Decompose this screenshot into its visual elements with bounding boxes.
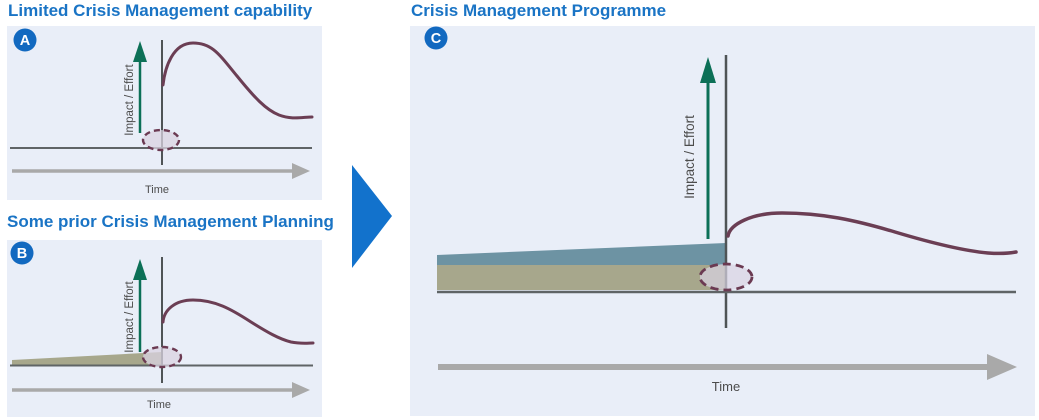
time-arrowhead-icon: [987, 354, 1017, 380]
crisis-origin-ellipse: [698, 262, 754, 292]
panel-b-title: Some prior Crisis Management Planning: [7, 212, 334, 231]
impact-effort-arrowhead-icon: [700, 57, 716, 83]
crisis-impact-curve: [161, 41, 314, 120]
panel-c-diagram: C Impact / Effort Time: [424, 26, 1018, 394]
programme-band-olive: [437, 265, 726, 290]
panel-b-diagram: B Impact / Effort Time: [10, 241, 315, 411]
panel-a: A Impact / Effort Time: [7, 26, 322, 200]
panel-b-badge-letter: B: [17, 246, 27, 262]
planning-wedge-olive: [12, 352, 162, 365]
panel-a-title: Limited Crisis Management capability: [8, 1, 313, 20]
impact-effort-arrowhead-icon: [133, 259, 147, 280]
panel-b: B Impact / Effort Time: [7, 240, 322, 417]
crisis-impact-curve: [161, 298, 315, 345]
panel-b-badge-circle: [10, 241, 34, 265]
panel-c-y-axis-label: Impact / Effort: [682, 115, 697, 199]
crisis-impact-curve: [726, 211, 1018, 256]
panel-a-diagram: A Impact / Effort Time: [10, 28, 314, 196]
transition-arrow-shape: [352, 165, 392, 268]
panel-b-y-axis-label: Impact / Effort: [124, 281, 136, 353]
time-arrowhead-icon: [292, 163, 310, 179]
crisis-origin-ellipse: [141, 128, 181, 152]
panel-a-y-axis-label: Impact / Effort: [124, 64, 136, 136]
programme-wedge-teal: [437, 243, 726, 265]
panel-a-x-axis-label: Time: [145, 184, 169, 196]
panel-c-x-axis-label: Time: [712, 379, 740, 394]
panel-c-title: Crisis Management Programme: [411, 1, 667, 20]
panel-c-badge-letter: C: [431, 31, 442, 47]
transition-arrow-icon: [352, 165, 392, 268]
impact-effort-arrowhead-icon: [133, 41, 147, 62]
panel-a-badge-circle: [13, 28, 37, 52]
panel-c: C Impact / Effort Time: [410, 26, 1035, 416]
time-arrowhead-icon: [292, 382, 310, 398]
panel-c-badge-circle: [424, 26, 448, 50]
panel-a-badge-letter: A: [20, 33, 31, 49]
crisis-origin-ellipse: [141, 345, 183, 369]
panel-b-x-axis-label: Time: [147, 399, 171, 411]
